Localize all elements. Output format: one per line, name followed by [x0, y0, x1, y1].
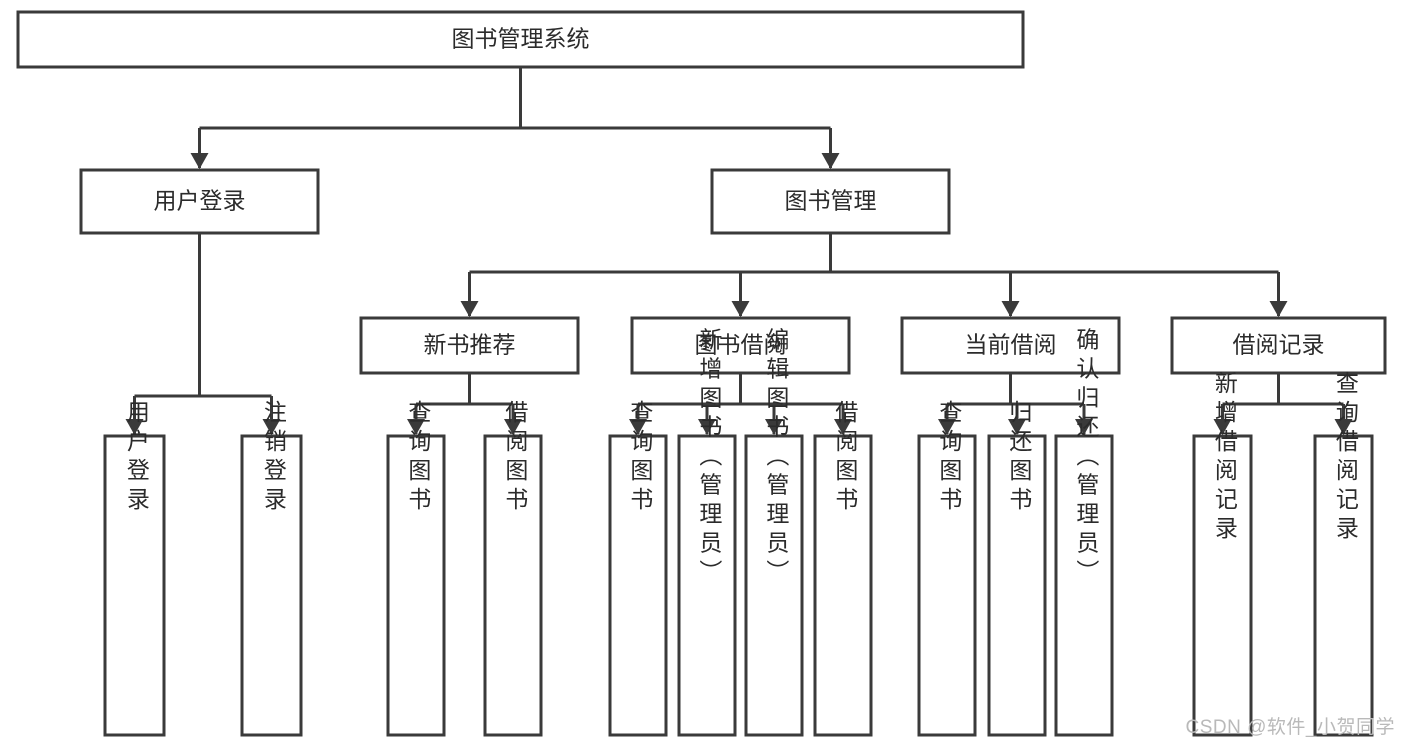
leaf-box[interactable] [483, 434, 543, 737]
arrowhead-icon [1001, 301, 1020, 317]
leaf-box[interactable] [1054, 434, 1114, 737]
level2-node[interactable]: 图书管理 [710, 168, 951, 235]
leaf-label: 新增借阅记录 [1211, 371, 1238, 545]
leaf-box[interactable] [987, 434, 1047, 737]
leaf-box[interactable] [608, 434, 668, 737]
root-label: 图书管理系统 [452, 26, 590, 52]
level3-label: 新书推荐 [424, 332, 516, 358]
level3-node[interactable]: 当前借阅 [900, 316, 1121, 375]
leaf-label: 归还图书 [1006, 400, 1033, 516]
connector-layer [125, 67, 1353, 435]
arrowhead-icon [190, 153, 209, 169]
arrowhead-icon [1213, 419, 1232, 435]
level3-box[interactable] [630, 316, 851, 375]
leaf-box[interactable] [386, 434, 446, 737]
level3-box[interactable] [359, 316, 580, 375]
leaf-label: 新增图书（管理员） [696, 328, 723, 589]
arrowhead-icon [938, 419, 956, 435]
arrowhead-icon [731, 301, 750, 317]
leaf-node[interactable]: 查询借阅记录 [1313, 371, 1374, 737]
arrowhead-icon [1334, 419, 1353, 435]
arrowhead-icon [460, 301, 479, 317]
leaf-box[interactable] [103, 434, 166, 737]
leaf-label: 查询图书 [627, 400, 654, 516]
arrowhead-icon [765, 419, 783, 435]
node-layer: 图书管理系统用户登录图书管理新书推荐图书借阅当前借阅借阅记录用户登录注销登录查询… [16, 10, 1387, 737]
level3-box[interactable] [900, 316, 1121, 375]
leaf-label: 查询借阅记录 [1332, 371, 1359, 545]
leaf-label: 查询图书 [405, 400, 432, 516]
leaf-label: 用户登录 [123, 400, 150, 516]
leaf-box[interactable] [1192, 434, 1253, 737]
leaf-node[interactable]: 查询图书 [608, 400, 668, 737]
arrowhead-icon [407, 419, 425, 435]
leaf-label: 编辑图书（管理员） [763, 328, 790, 589]
leaf-label: 借阅图书 [832, 400, 859, 516]
arrowhead-icon [1008, 419, 1026, 435]
leaf-label: 查询图书 [936, 400, 963, 516]
arrowhead-icon [821, 153, 840, 169]
leaf-node[interactable]: 注销登录 [240, 400, 303, 737]
arrowhead-icon [1075, 419, 1093, 435]
level3-node[interactable]: 新书推荐 [359, 316, 580, 375]
arrowhead-icon [834, 419, 852, 435]
leaf-node[interactable]: 新增借阅记录 [1192, 371, 1253, 737]
arrowhead-icon [125, 419, 144, 435]
level3-node[interactable]: 借阅记录 [1170, 316, 1387, 375]
leaf-label: 借阅图书 [502, 400, 529, 516]
leaf-node[interactable]: 确认归还（管理员） [1054, 328, 1114, 737]
arrowhead-icon [1269, 301, 1288, 317]
leaf-node[interactable]: 查询图书 [917, 400, 977, 737]
level2-box[interactable] [79, 168, 320, 235]
arrowhead-icon [262, 419, 281, 435]
level3-label: 图书借阅 [695, 332, 787, 358]
leaf-label: 注销登录 [260, 400, 287, 516]
arrowhead-icon [504, 419, 522, 435]
level3-node[interactable]: 图书借阅 [630, 316, 851, 375]
leaf-label: 确认归还（管理员） [1073, 328, 1100, 589]
root-box[interactable] [16, 10, 1025, 69]
leaf-box[interactable] [917, 434, 977, 737]
level2-node[interactable]: 用户登录 [79, 168, 320, 235]
root-node[interactable]: 图书管理系统 [16, 10, 1025, 69]
leaf-node[interactable]: 借阅图书 [483, 400, 543, 737]
arrowhead-icon [629, 419, 647, 435]
leaf-node[interactable]: 归还图书 [987, 400, 1047, 737]
leaf-box[interactable] [677, 434, 737, 737]
leaf-box[interactable] [744, 434, 804, 737]
arrowhead-icon [698, 419, 716, 435]
level3-box[interactable] [1170, 316, 1387, 375]
level2-label: 图书管理 [785, 188, 877, 214]
leaf-node[interactable]: 查询图书 [386, 400, 446, 737]
leaf-node[interactable]: 用户登录 [103, 400, 166, 737]
leaf-box[interactable] [1313, 434, 1374, 737]
level3-label: 借阅记录 [1233, 332, 1325, 358]
leaf-node[interactable]: 编辑图书（管理员） [744, 328, 804, 737]
level2-label: 用户登录 [154, 188, 246, 214]
leaf-box[interactable] [240, 434, 303, 737]
level2-box[interactable] [710, 168, 951, 235]
leaf-box[interactable] [813, 434, 873, 737]
leaf-node[interactable]: 借阅图书 [813, 400, 873, 737]
level3-label: 当前借阅 [965, 332, 1057, 358]
leaf-node[interactable]: 新增图书（管理员） [677, 328, 737, 737]
